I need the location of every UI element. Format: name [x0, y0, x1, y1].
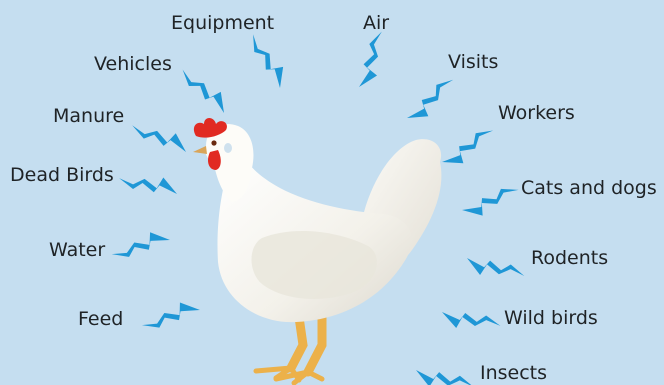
label-feed: Feed	[78, 310, 123, 329]
label-wild-birds: Wild birds	[504, 309, 598, 328]
label-vehicles: Vehicles	[94, 55, 172, 74]
hen-illustration	[193, 118, 441, 383]
arrow-feed	[139, 298, 202, 333]
label-cats-and-dogs: Cats and dogs	[521, 179, 657, 198]
hen-wattle	[208, 150, 221, 170]
arrow-insects	[413, 365, 476, 385]
label-insects: Insects	[480, 364, 547, 383]
arrow-equipment	[247, 29, 292, 90]
arrow-air	[354, 29, 391, 92]
arrow-water	[109, 228, 172, 262]
label-equipment: Equipment	[171, 14, 274, 33]
arrow-cats-and-dogs	[460, 183, 522, 222]
label-air: Air	[363, 14, 389, 33]
hen-ear	[224, 143, 232, 153]
hen-eye	[211, 140, 216, 145]
arrow-wild-birds	[440, 307, 502, 336]
label-dead-birds: Dead Birds	[10, 166, 114, 185]
label-workers: Workers	[498, 104, 575, 123]
arrow-visits	[404, 74, 461, 128]
arrow-rodents	[464, 253, 527, 286]
label-manure: Manure	[53, 107, 124, 126]
arrow-dead-birds	[117, 168, 180, 199]
arrow-workers	[439, 124, 499, 172]
label-rodents: Rodents	[531, 249, 608, 268]
label-visits: Visits	[448, 53, 498, 72]
arrow-vehicles	[177, 62, 233, 117]
label-water: Water	[49, 241, 105, 260]
arrow-manure	[129, 116, 191, 157]
hen-beak	[193, 146, 207, 154]
